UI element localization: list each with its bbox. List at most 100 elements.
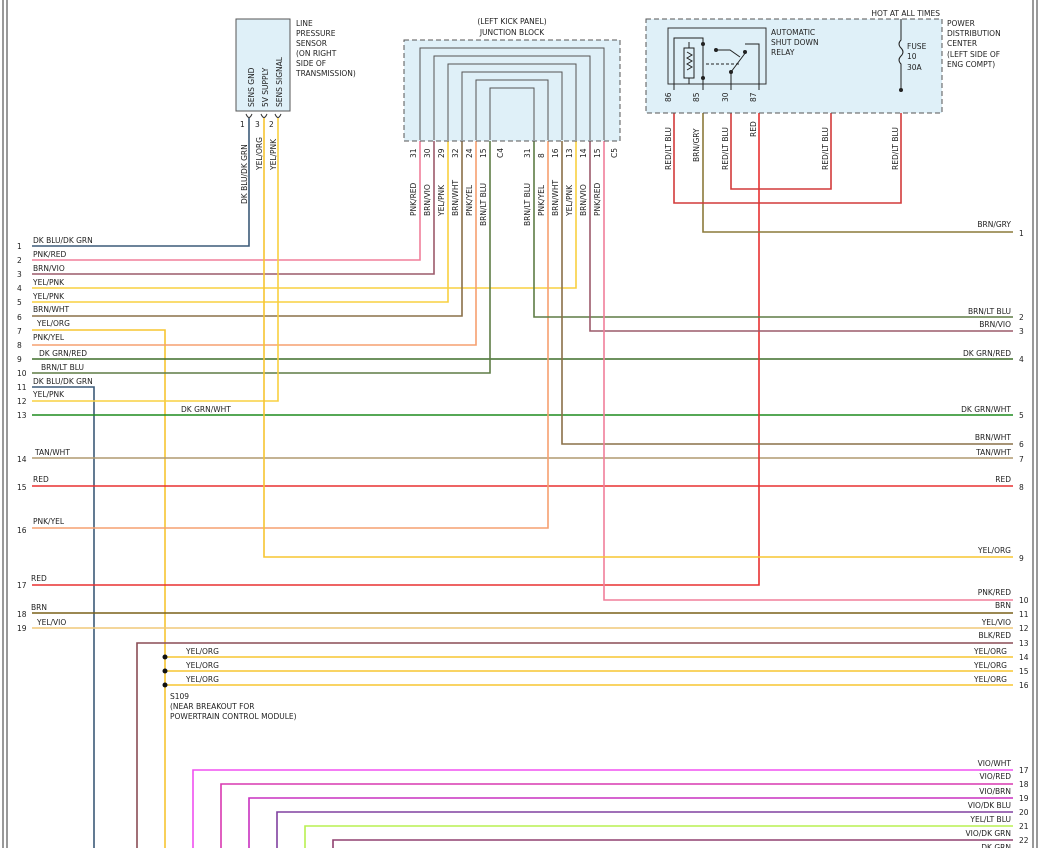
relay-pin-number: 85 <box>692 92 701 102</box>
left-pin-color: DK BLU/DK GRN <box>33 236 93 245</box>
left-pin-color: DK BLU/DK GRN <box>33 377 93 386</box>
wire-pin11-dkblu-dkgrn <box>32 386 95 848</box>
wire-pdc-red-ltblu-86 <box>673 90 902 204</box>
splice-branch-color: YEL/ORG <box>185 675 219 684</box>
left-pin-color: PNK/RED <box>33 250 67 259</box>
junction-pin-number: 15 <box>593 148 602 158</box>
sensor-title-line: SIDE OF <box>296 59 326 68</box>
wire-jb-brn-vio-right3 <box>589 140 1013 332</box>
sensor-pin-number: 3 <box>255 120 260 129</box>
right-pin-color: YEL/ORG <box>973 661 1007 670</box>
wire-pin16-pnk-yel <box>32 140 549 529</box>
right-pin-number: 22 <box>1019 836 1029 845</box>
sensor-title-line: (ON RIGHT <box>296 49 337 58</box>
wire-color-label: BRN/VIO <box>579 184 588 216</box>
fuse-node <box>899 88 903 92</box>
junction-title-line: (LEFT KICK PANEL) <box>477 17 546 26</box>
wire-yel-ltblu-right21 <box>304 825 1013 848</box>
right-pin-number: 8 <box>1019 483 1024 492</box>
left-pin-color: YEL/VIO <box>36 618 66 627</box>
sensor-title-line: SENSOR <box>296 39 327 48</box>
junction-pin-number: 15 <box>479 148 488 158</box>
right-pin-number: 21 <box>1019 822 1029 831</box>
left-pin-color: RED <box>33 475 49 484</box>
wire-pin17-red <box>32 90 760 586</box>
pdc-title-line: CENTER <box>947 39 977 48</box>
right-pin-color: BRN/LT BLU <box>968 307 1011 316</box>
relay-node <box>743 50 747 54</box>
relay-title-line: SHUT DOWN <box>771 38 819 47</box>
splice-node <box>162 668 168 674</box>
right-pin-color: YEL/VIO <box>981 618 1011 627</box>
splice-node <box>162 654 168 660</box>
left-pin-color: YEL/PNK <box>32 292 65 301</box>
right-pin-number: 9 <box>1019 554 1024 563</box>
splice-title-line: POWERTRAIN CONTROL MODULE) <box>170 712 297 721</box>
left-pin-number: 5 <box>17 298 22 307</box>
junction-pin-number: 32 <box>451 148 460 158</box>
right-pin-color: VIO/WHT <box>978 759 1012 768</box>
left-pin-color: BRN/WHT <box>33 305 70 314</box>
right-pin-color: YEL/ORG <box>977 546 1011 555</box>
right-pin-number: 13 <box>1019 639 1029 648</box>
junction-pin-number: 14 <box>579 148 588 158</box>
right-pin-color: VIO/DK BLU <box>968 801 1011 810</box>
right-pin-number: 1 <box>1019 229 1024 238</box>
pdc-title-line: (LEFT SIDE OF <box>947 50 1000 59</box>
left-pin-color: BRN <box>31 603 47 612</box>
splice-branch-color: YEL/ORG <box>185 647 219 656</box>
left-pin-color: YEL/ORG <box>36 319 70 328</box>
pdc-box <box>645 18 943 114</box>
wire-jb-pnk-red-right10 <box>603 140 1013 601</box>
left-pin-number: 6 <box>17 313 22 322</box>
wire-pdc-brn-gry-right1 <box>702 90 1013 233</box>
wire-color-label: YEL/PNK <box>565 184 574 217</box>
left-connector-labels: 1 DK BLU/DK GRN 2 PNK/RED 3 BRN/VIO 4 YE… <box>17 236 231 633</box>
wire-color-label: PNK/YEL <box>537 184 546 216</box>
wire-color-label: RED/LT BLU <box>721 127 730 170</box>
right-pin-number: 4 <box>1019 355 1024 364</box>
wire-color-label: BRN/WHT <box>451 179 460 216</box>
connector-terminal <box>245 113 253 118</box>
right-pin-color: YEL/LT BLU <box>969 815 1011 824</box>
wire-jb-brn-wht-right6 <box>561 140 1013 445</box>
sensor-title-line: PRESSURE <box>296 29 336 38</box>
right-pin-number: 12 <box>1019 624 1029 633</box>
right-pin-number: 3 <box>1019 327 1024 336</box>
sensor-pin-label: SENS SIGNAL <box>275 56 284 107</box>
left-pin-number: 19 <box>17 624 27 633</box>
connector-terminal <box>274 113 282 118</box>
right-pin-color: BRN/WHT <box>975 433 1012 442</box>
right-pin-number: 11 <box>1019 610 1029 619</box>
left-pin-color: PNK/YEL <box>33 333 65 342</box>
left-pin-number: 7 <box>17 327 22 336</box>
wire-pin3-brn-vio <box>32 140 435 275</box>
splice-title-line: S109 <box>170 692 189 701</box>
wire-color-label: YEL/PNK <box>437 184 446 217</box>
left-pin-number: 17 <box>17 581 27 590</box>
sensor-pin-number: 2 <box>269 120 274 129</box>
right-pin-color: YEL/ORG <box>973 675 1007 684</box>
left-pin-number: 18 <box>17 610 27 619</box>
wire-vio-dkblu-right20 <box>276 811 1013 848</box>
left-pin-color: PNK/YEL <box>33 517 65 526</box>
wire-sensor-yel-org-right9 <box>263 118 1013 558</box>
wire-color-label: DK BLU/DK GRN <box>240 144 249 204</box>
relay-node <box>729 70 733 74</box>
right-pin-color: VIO/BRN <box>979 787 1011 796</box>
pdc-title-line: DISTRIBUTION <box>947 29 1001 38</box>
left-pin-number: 10 <box>17 369 27 378</box>
right-pin-number: 18 <box>1019 780 1029 789</box>
wire-pin6-brn-wht <box>32 140 463 317</box>
connector-label: C5 <box>610 148 619 158</box>
junction-pin-number: 29 <box>437 148 446 158</box>
right-pin-color: DK GRN/WHT <box>961 405 1011 414</box>
right-pin-color: BRN/VIO <box>979 320 1011 329</box>
junction-block: (LEFT KICK PANEL) JUNCTION BLOCK C4 C5 3… <box>403 17 621 226</box>
junction-pin-number: 31 <box>409 148 418 158</box>
wire-color-label: YEL/PNK <box>269 138 278 171</box>
sensor-box <box>235 18 291 112</box>
wire-color-label: BRN/LT BLU <box>479 183 488 226</box>
left-pin-color: DK GRN/RED <box>39 349 87 358</box>
wire-pin2-pnk-red <box>32 140 421 261</box>
